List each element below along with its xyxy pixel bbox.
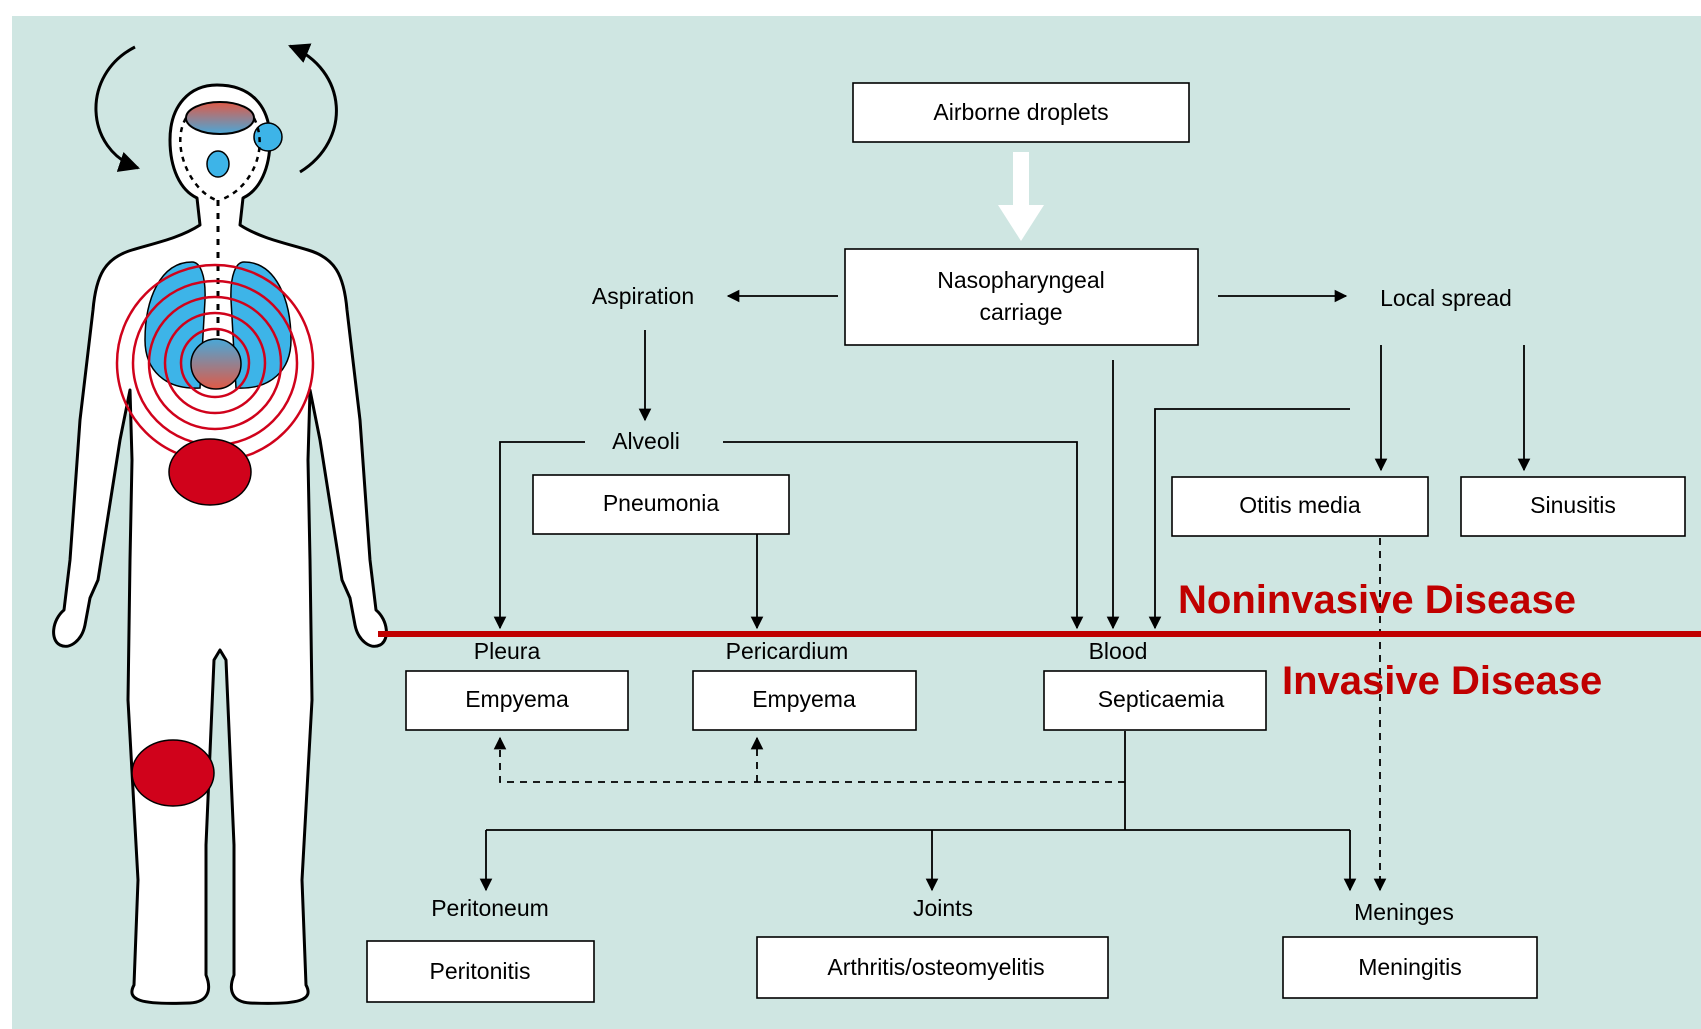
label-local-spread: Local spread xyxy=(1380,285,1512,311)
node-label: Sinusitis xyxy=(1530,492,1616,518)
node-label: Septicaemia xyxy=(1098,686,1225,712)
node-meningitis: Meningitis xyxy=(1282,936,1538,999)
node-airborne-droplets: Airborne droplets xyxy=(852,82,1190,143)
node-label: Peritonitis xyxy=(430,958,531,984)
node-otitis-media: Otitis media xyxy=(1171,476,1429,537)
label-meninges: Meninges xyxy=(1354,899,1454,925)
node-nasopharyngeal-carriage: Nasopharyngeal carriage xyxy=(844,248,1199,346)
node-label: Otitis media xyxy=(1239,492,1361,518)
curved-arrow-right-icon xyxy=(288,43,338,174)
label-pericardium: Pericardium xyxy=(726,638,849,664)
node-empyema-pleura: Empyema xyxy=(405,670,629,731)
node-peritonitis: Peritonitis xyxy=(366,940,595,1003)
node-label: Meningitis xyxy=(1358,954,1462,980)
node-label: Arthritis/osteomyelitis xyxy=(827,954,1044,980)
node-label: Airborne droplets xyxy=(933,99,1108,125)
node-label: Empyema xyxy=(752,686,856,712)
label-joints: Joints xyxy=(913,895,973,921)
node-label: Pneumonia xyxy=(603,490,720,516)
zone-label-invasive: Invasive Disease xyxy=(1282,659,1602,703)
human-body-illustration xyxy=(52,83,388,1005)
label-pleura: Pleura xyxy=(474,638,541,664)
label-peritoneum: Peritoneum xyxy=(431,895,549,921)
node-label: Nasopharyngeal xyxy=(937,267,1105,293)
node-sinusitis: Sinusitis xyxy=(1460,476,1686,537)
node-arthritis-osteomyelitis: Arthritis/osteomyelitis xyxy=(756,936,1109,999)
node-septicaemia: Septicaemia xyxy=(1043,670,1267,731)
zone-label-noninvasive: Noninvasive Disease xyxy=(1178,578,1576,622)
flow-edges xyxy=(479,152,1531,892)
label-aspiration: Aspiration xyxy=(592,283,694,309)
node-pneumonia: Pneumonia xyxy=(532,474,790,535)
node-label: Empyema xyxy=(465,686,569,712)
label-blood: Blood xyxy=(1089,638,1148,664)
white-block-arrow xyxy=(998,152,1044,241)
label-alveoli: Alveoli xyxy=(612,428,680,454)
curved-arrow-left-icon xyxy=(94,45,140,172)
node-empyema-pericardium: Empyema xyxy=(692,670,917,731)
node-label: carriage xyxy=(979,299,1062,325)
